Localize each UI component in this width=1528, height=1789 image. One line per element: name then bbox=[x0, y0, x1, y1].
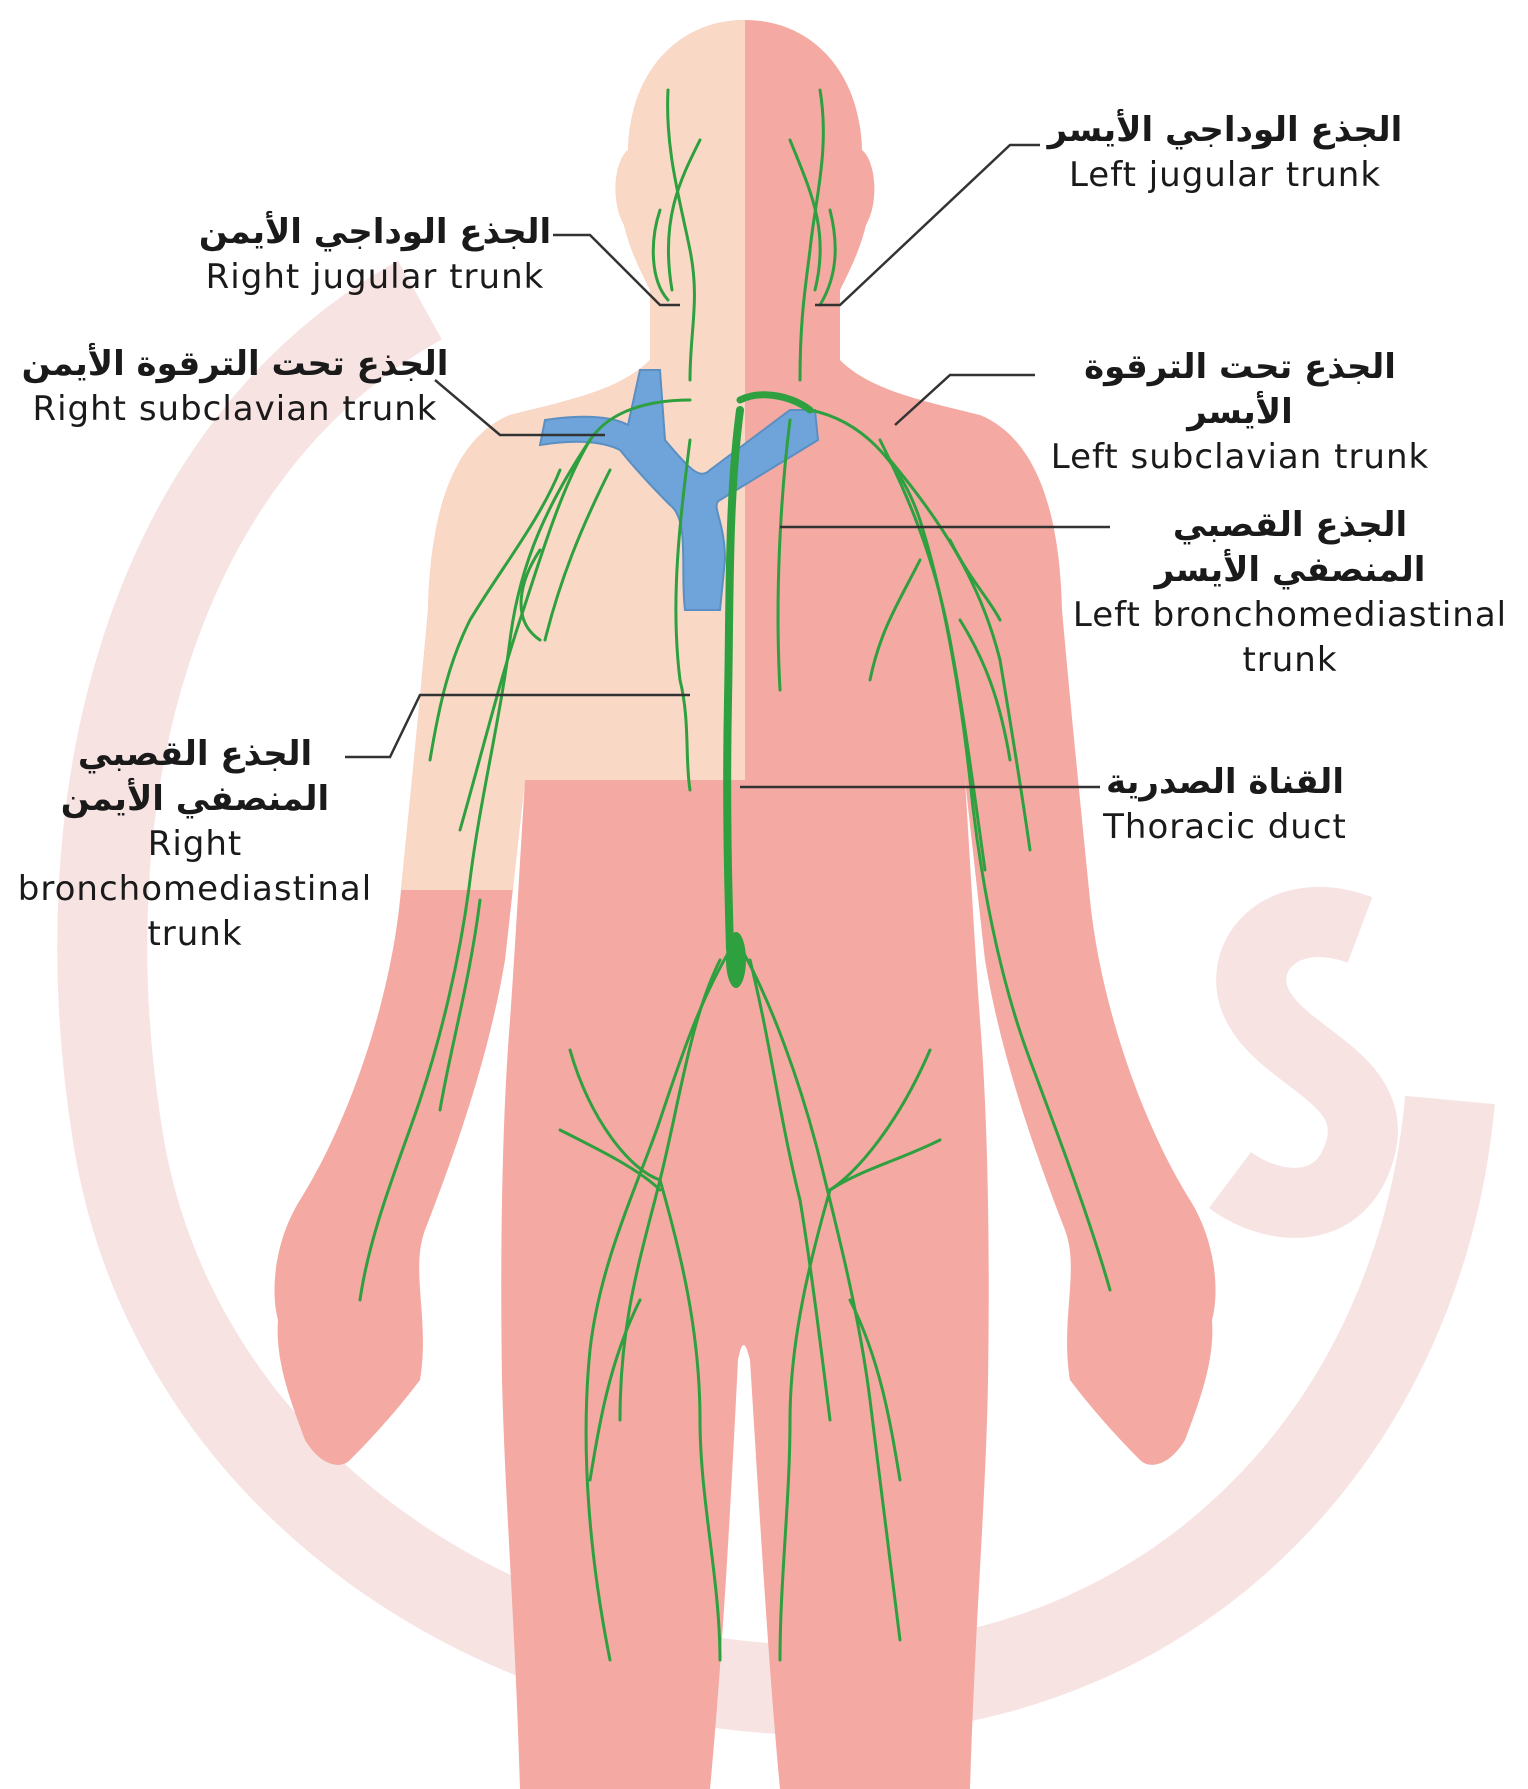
label-ar-line1: الجذع القصبي bbox=[1055, 503, 1525, 548]
label-ar: الجذع الوداجي الأيمن bbox=[180, 210, 570, 255]
label-en: Left subclavian trunk bbox=[1030, 435, 1450, 480]
label-ar-line1: الجذع القصبي bbox=[0, 732, 390, 777]
label-right-bronchomediastinal-trunk: الجذع القصبي المنصفي الأيمن Right bronch… bbox=[0, 732, 390, 956]
label-en: Right subclavian trunk bbox=[10, 387, 460, 432]
label-en: Left jugular trunk bbox=[1035, 153, 1415, 198]
label-ar: القناة الصدرية bbox=[1090, 760, 1360, 805]
label-en-line2: bronchomediastinal bbox=[0, 867, 390, 912]
label-thoracic-duct: القناة الصدرية Thoracic duct bbox=[1090, 760, 1360, 850]
label-en-line1: Left bronchomediastinal bbox=[1055, 593, 1525, 638]
label-en-line1: Right bbox=[0, 822, 390, 867]
label-right-subclavian-trunk: الجذع تحت الترقوة الأيمن Right subclavia… bbox=[10, 342, 460, 432]
label-right-jugular-trunk: الجذع الوداجي الأيمن Right jugular trunk bbox=[180, 210, 570, 300]
label-left-jugular-trunk: الجذع الوداجي الأيسر Left jugular trunk bbox=[1035, 108, 1415, 198]
label-left-bronchomediastinal-trunk: الجذع القصبي المنصفي الأيسر Left broncho… bbox=[1055, 503, 1525, 683]
label-en-line3: trunk bbox=[0, 912, 390, 957]
label-ar: الجذع تحت الترقوة الأيمن bbox=[10, 342, 460, 387]
label-en: Right jugular trunk bbox=[180, 255, 570, 300]
label-ar-line2: المنصفي الأيمن bbox=[0, 777, 390, 822]
label-ar-line2: المنصفي الأيسر bbox=[1055, 548, 1525, 593]
label-en-line2: trunk bbox=[1055, 638, 1525, 683]
label-en: Thoracic duct bbox=[1090, 805, 1360, 850]
label-ar: الجذع الوداجي الأيسر bbox=[1035, 108, 1415, 153]
label-ar: الجذع تحت الترقوة الأيسر bbox=[1030, 345, 1450, 435]
label-left-subclavian-trunk: الجذع تحت الترقوة الأيسر Left subclavian… bbox=[1030, 345, 1450, 480]
